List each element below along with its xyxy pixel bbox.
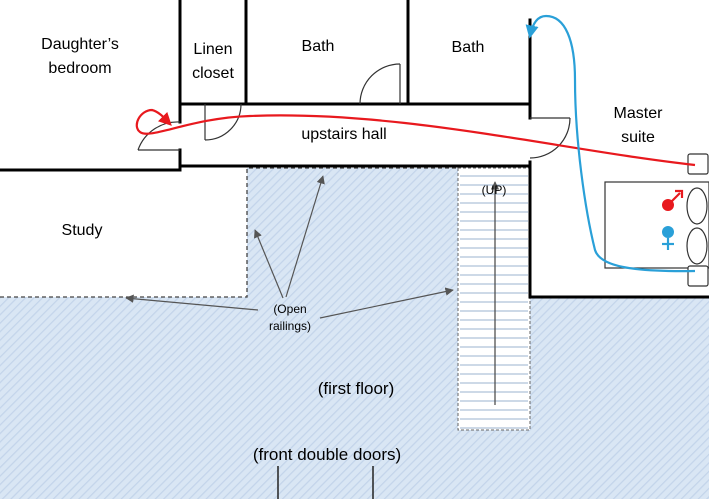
master-suite-label-line1: Master xyxy=(614,105,664,122)
daughters-bedroom-label-line1: Daughter’s xyxy=(41,36,119,53)
front-double-doors-label: (front double doors) xyxy=(253,445,401,464)
male-path xyxy=(135,108,696,167)
bath-left-label: Bath xyxy=(302,38,335,55)
railing-arrows xyxy=(125,175,454,319)
master-suite-label-line2: suite xyxy=(621,129,655,146)
stairs-up-label: (UP) xyxy=(482,183,507,197)
female-path xyxy=(525,14,696,273)
upstairs-hall-label: upstairs hall xyxy=(301,126,386,143)
walls xyxy=(0,0,709,299)
open-railing-outline xyxy=(0,167,458,298)
daughters-bedroom-label-line2: bedroom xyxy=(48,60,111,77)
bed xyxy=(604,153,709,287)
front-doors-marks xyxy=(277,466,374,499)
linen-closet-label-line2: closet xyxy=(192,65,234,82)
bath-right-label: Bath xyxy=(452,39,485,56)
female-symbol xyxy=(662,226,674,250)
study-label: Study xyxy=(62,222,103,239)
open-area xyxy=(0,168,709,499)
stairs xyxy=(457,167,531,431)
open-railings-label-line2: railings) xyxy=(269,319,311,333)
doors xyxy=(137,63,571,159)
first-floor-label: (first floor) xyxy=(318,379,395,398)
linen-closet-label-line1: Linen xyxy=(193,41,232,58)
male-symbol xyxy=(662,189,684,211)
open-railings-label-line1: (Open xyxy=(273,302,306,316)
